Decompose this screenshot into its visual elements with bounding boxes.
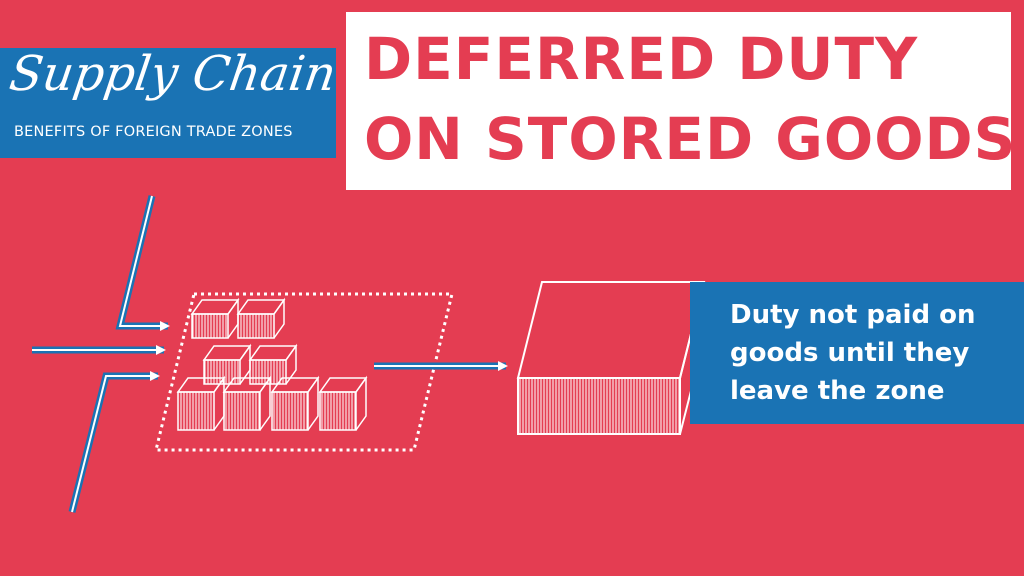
trade-zone-boundary	[154, 292, 454, 452]
crate	[176, 375, 226, 431]
headline-box: DEFERRED DUTY ON STORED GOODS	[346, 12, 1017, 190]
crate	[270, 375, 320, 431]
callout-box: Duty not paid on goods until they leave …	[690, 282, 1024, 424]
brand-subtitle: BENEFITS OF FOREIGN TRADE ZONES	[14, 124, 293, 140]
crate	[190, 297, 240, 339]
incoming-arrow-top	[115, 195, 170, 331]
callout-text: Duty not paid on goods until they leave …	[730, 300, 976, 406]
crate	[236, 297, 286, 339]
crate	[222, 375, 272, 431]
headline-line-1: DEFERRED DUTY	[364, 25, 919, 93]
brand-banner	[0, 48, 336, 158]
stored-goods-stack	[176, 297, 368, 431]
crate	[318, 375, 368, 431]
incoming-arrow-bottom	[68, 371, 160, 513]
consolidated-goods-box	[516, 281, 706, 435]
headline-line-2: ON STORED GOODS	[364, 105, 1017, 173]
